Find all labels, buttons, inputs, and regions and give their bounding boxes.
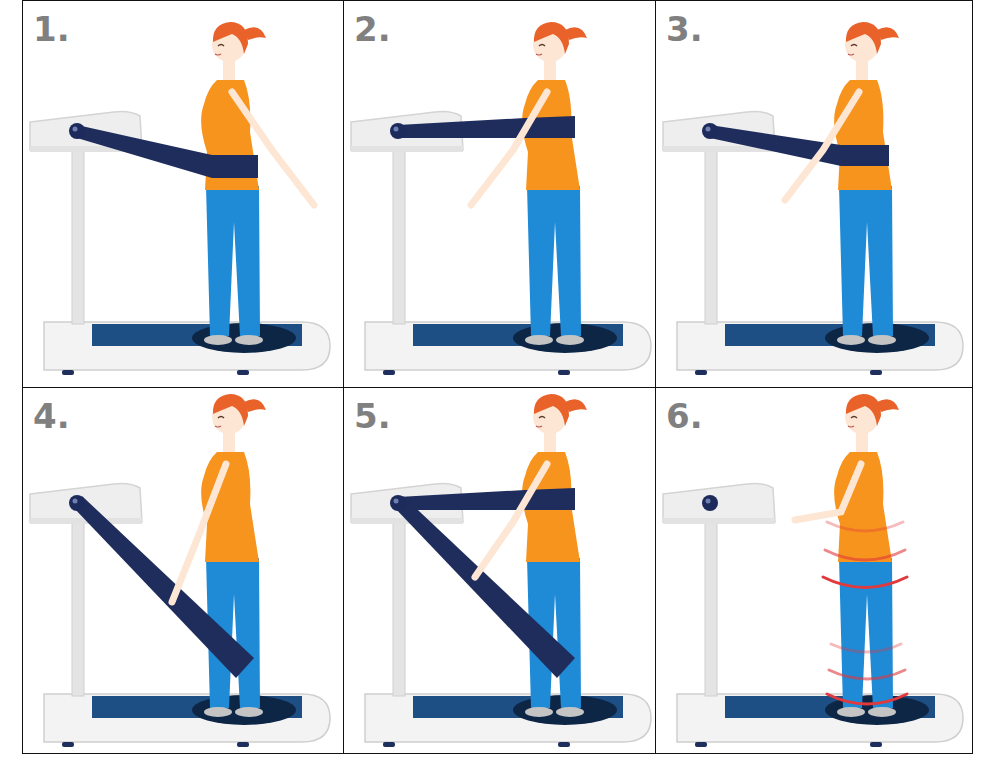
step-number: 2. xyxy=(354,9,391,49)
step-panel: 1. xyxy=(22,0,344,388)
step-panel: 3. xyxy=(655,0,973,388)
vibration-scene xyxy=(663,22,963,375)
step-number: 6. xyxy=(666,396,703,436)
step-panel: 6. xyxy=(655,387,973,754)
vibration-scene xyxy=(30,22,330,375)
step-number: 1. xyxy=(33,9,70,49)
vibration-scene xyxy=(30,394,330,747)
vibration-scene xyxy=(351,394,651,747)
step-panel: 2. xyxy=(343,0,656,388)
step-number: 5. xyxy=(354,396,391,436)
step-panel: 4. xyxy=(22,387,344,754)
vibration-scene xyxy=(351,22,651,375)
step-panel: 5. xyxy=(343,387,656,754)
step-number: 4. xyxy=(33,396,70,436)
vibration-scene xyxy=(663,394,963,747)
step-number: 3. xyxy=(666,9,703,49)
vibration-lines xyxy=(823,522,907,704)
